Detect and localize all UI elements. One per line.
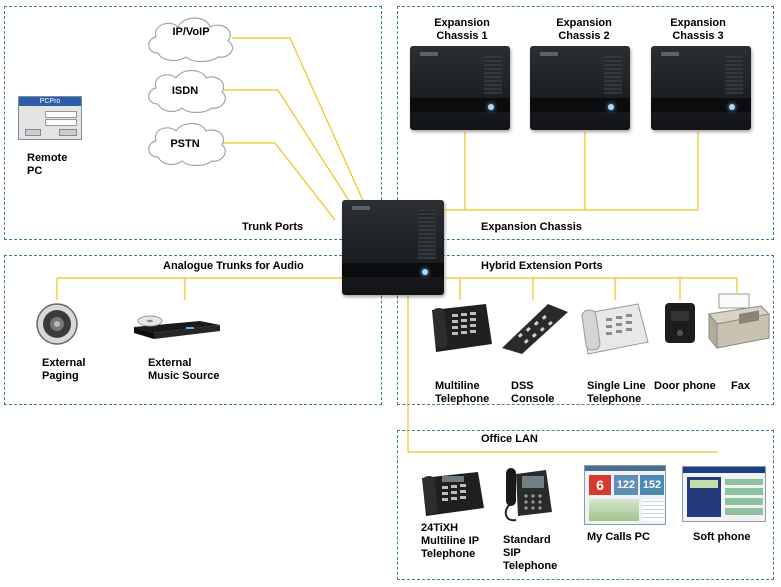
softphone-label: Soft phone: [693, 531, 751, 543]
dss-console-label: DSS Console: [511, 380, 555, 405]
remote-pc-window: PCPro: [18, 96, 82, 140]
fax-label: Fax: [731, 380, 750, 392]
wire-voip: [232, 37, 366, 206]
sip-phone-icon: [504, 468, 552, 522]
region-wan: [4, 6, 382, 240]
cloud-voip-label: IP/VoIP: [172, 26, 210, 38]
multiline-phone-icon: [432, 304, 492, 352]
wire-lan: [407, 292, 718, 453]
dss-console-icon: [502, 304, 568, 354]
cd-player-icon: [134, 315, 220, 339]
door-phone-label: Door phone: [654, 380, 716, 392]
cloud-isdn-label: ISDN: [171, 85, 199, 97]
multiline-phone-label: Multiline Telephone: [435, 380, 490, 405]
wire-isdn: [222, 89, 356, 211]
external-music-label: External Music Source: [148, 357, 220, 382]
exp-chassis-2-label: Expansion Chassis 2: [556, 17, 612, 42]
hybrid-extension-label: Hybrid Extension Ports: [481, 260, 603, 272]
cloud-isdn: [148, 69, 226, 114]
speaker-icon: [36, 303, 78, 345]
single-line-phone-icon: [581, 303, 649, 355]
mycalls-tile-1: 6: [589, 475, 611, 495]
expansion-chassis-3: [651, 46, 751, 130]
remote-pc-button: [25, 129, 41, 136]
fax-icon: [708, 293, 771, 350]
mycalls-tile-3: 152: [640, 475, 664, 495]
remote-pc-label: Remote PC: [27, 152, 68, 177]
softphone-screen: [682, 466, 766, 522]
ip-phone-icon: [422, 472, 484, 516]
external-paging-label: External Paging: [42, 357, 86, 382]
mycalls-list: [642, 499, 664, 521]
cloud-voip: [148, 17, 233, 63]
mycalls-graph: [589, 499, 639, 521]
mycalls-titlebar: [585, 466, 665, 471]
analogue-trunks-label: Analogue Trunks for Audio: [163, 260, 304, 272]
main-chassis: [342, 200, 444, 295]
mycalls-screen: 6 122 152: [584, 465, 666, 525]
region-lan: [397, 430, 774, 580]
office-lan-label: Office LAN: [481, 433, 538, 445]
softphone-titlebar: [683, 467, 765, 473]
mycalls-label: My Calls PC: [587, 531, 650, 543]
door-phone-icon: [665, 303, 695, 343]
region-extensions: [397, 255, 774, 405]
softphone-buttons: [725, 479, 763, 515]
expansion-chassis-label: Expansion Chassis: [481, 221, 582, 233]
region-audio: [4, 255, 382, 405]
trunk-ports-label: Trunk Ports: [242, 221, 304, 233]
cloud-pstn: [148, 122, 226, 167]
single-line-phone-label: Single Line Telephone: [587, 380, 646, 405]
exp-chassis-1-label: Expansion Chassis 1: [434, 17, 490, 42]
softphone-display: [690, 480, 718, 488]
remote-pc-field-1: [45, 111, 77, 118]
wire-pstn: [222, 142, 336, 221]
remote-pc-button-2: [59, 129, 77, 136]
cloud-pstn-label: PSTN: [170, 138, 200, 150]
remote-pc-field-2: [45, 119, 77, 126]
remote-pc-titlebar: PCPro: [19, 97, 81, 106]
expansion-chassis-2: [530, 46, 630, 130]
mycalls-tile-2: 122: [614, 475, 638, 495]
region-expansion: [397, 6, 774, 240]
ip-phone-label: 24TiXH Multiline IP Telephone: [421, 522, 480, 560]
sip-phone-label: Standard SIP Telephone: [503, 534, 558, 572]
expansion-chassis-1: [410, 46, 510, 130]
exp-chassis-3-label: Expansion Chassis 3: [670, 17, 726, 42]
